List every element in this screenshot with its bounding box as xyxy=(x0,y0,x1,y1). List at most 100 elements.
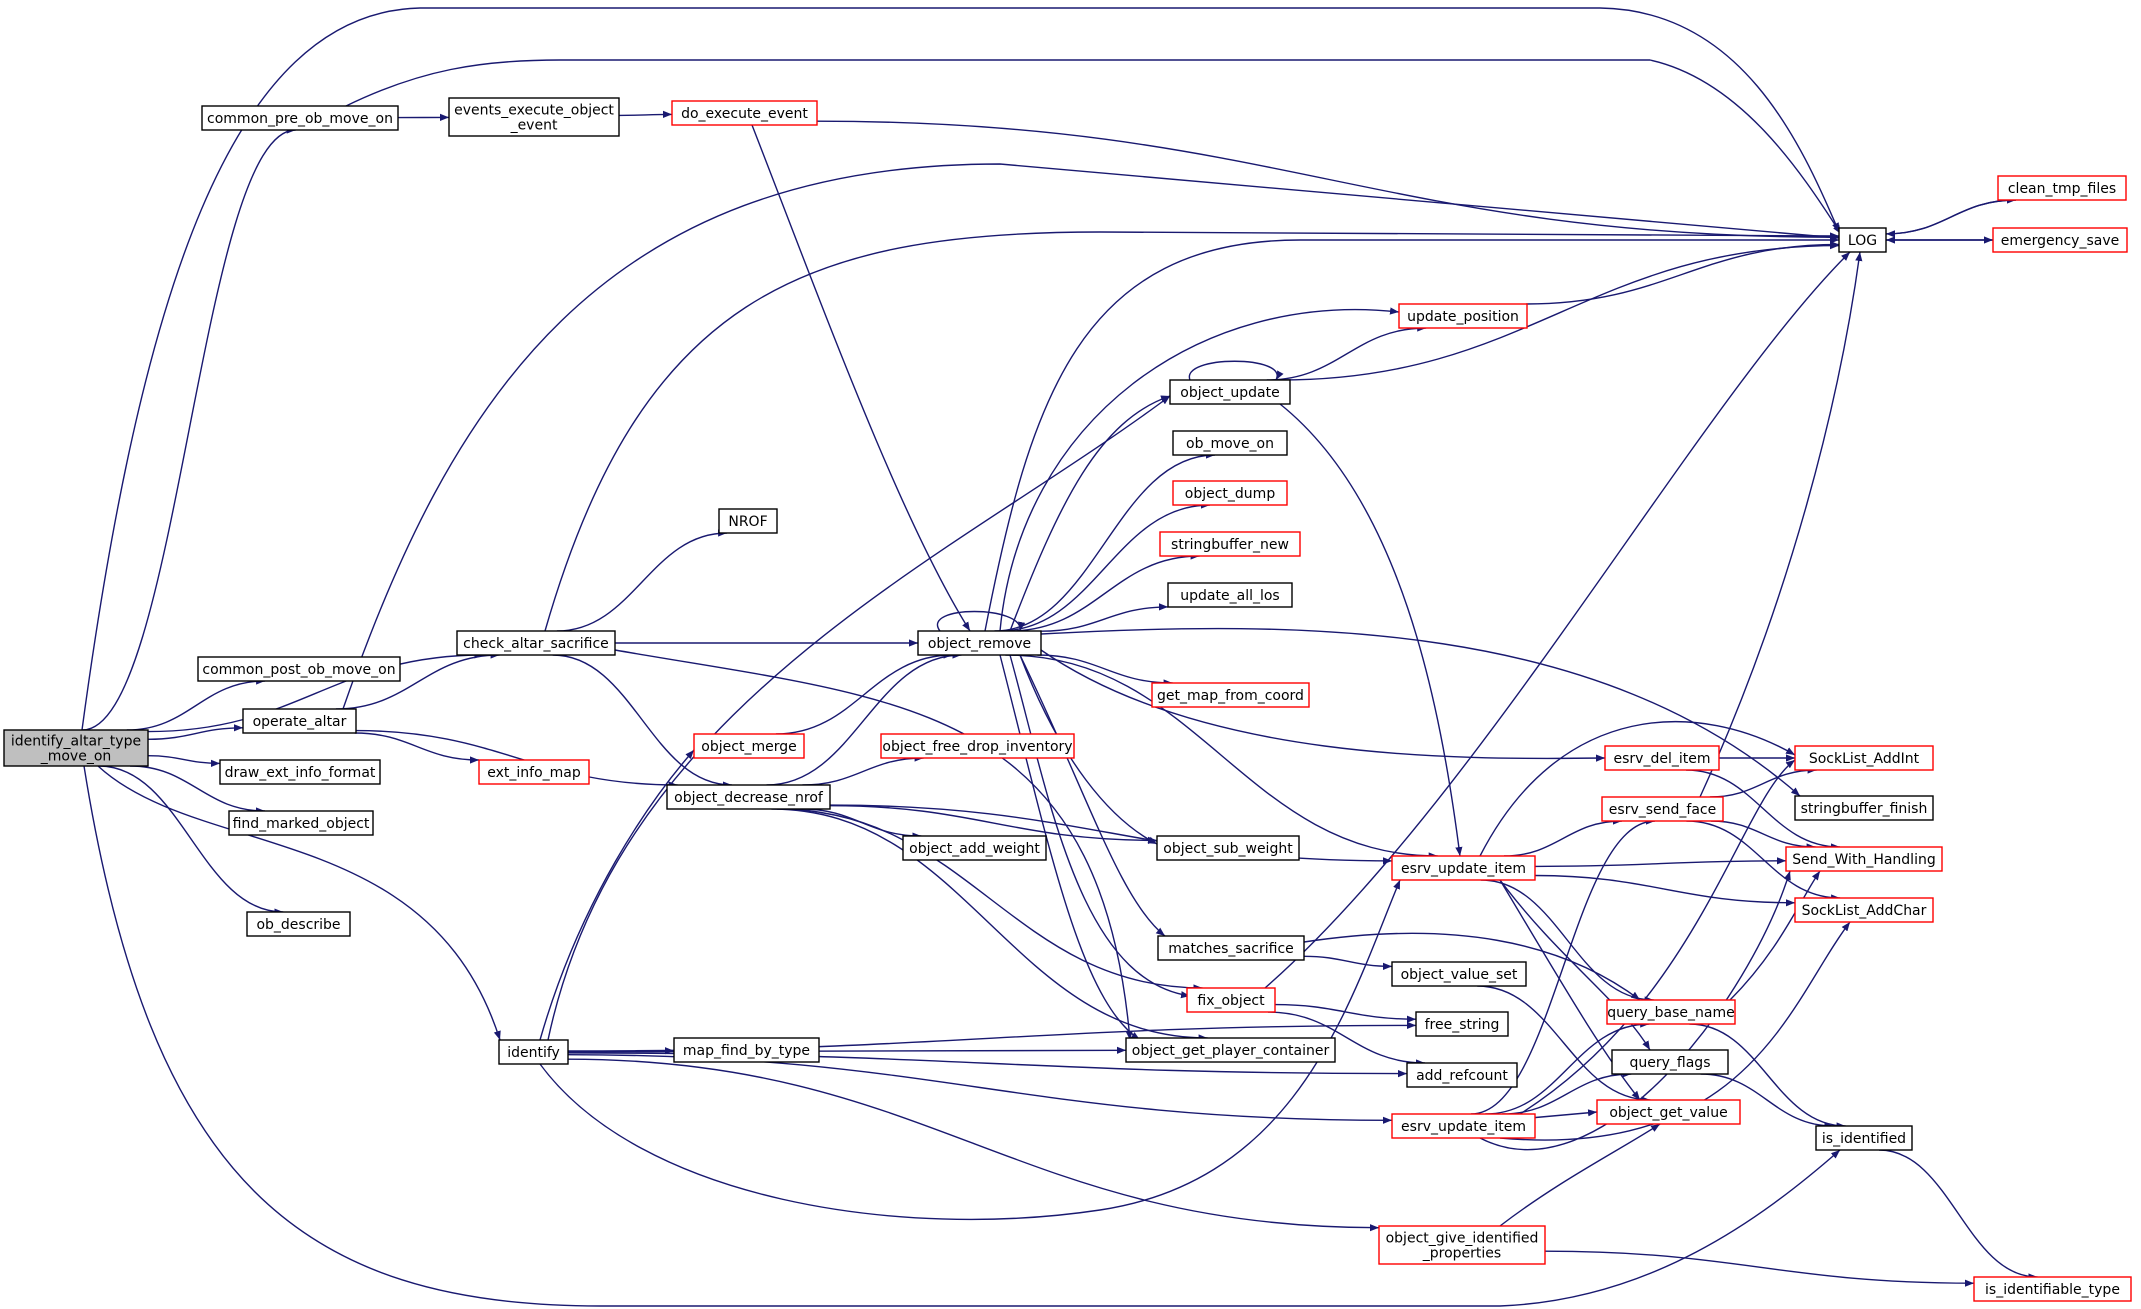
node-label: common_pre_ob_move_on xyxy=(207,111,393,127)
edge-matches_sacrifice-to-query_base_name xyxy=(1303,932,1641,1001)
node-map_find_by_type[interactable]: map_find_by_type xyxy=(673,1037,820,1063)
edge-check_altar_sacrifice-to-LOG xyxy=(544,231,1840,632)
node-is_identified[interactable]: is_identified xyxy=(1815,1125,1913,1151)
node-box xyxy=(1785,846,1943,872)
node-esrv_del_item[interactable]: esrv_del_item xyxy=(1604,745,1720,771)
node-common_pre[interactable]: common_pre_ob_move_on xyxy=(201,105,399,131)
edge-check_altar_sacrifice-to-object_decrease_nrof xyxy=(552,654,732,789)
edge-object_remove-to-matches_sacrifice xyxy=(1019,654,1166,937)
node-Send_With_Handling[interactable]: Send_With_Handling xyxy=(1785,846,1943,872)
node-object_give_identified_properties[interactable]: object_give_identified_properties xyxy=(1378,1225,1546,1265)
node-is_identifiable_type[interactable]: is_identifiable_type xyxy=(1973,1276,2132,1302)
node-box xyxy=(201,105,399,131)
node-object_decrease_nrof[interactable]: object_decrease_nrof xyxy=(666,784,831,810)
edge-object_remove-to-esrv_del_item xyxy=(1040,649,1606,762)
node-object_get_value[interactable]: object_get_value xyxy=(1596,1099,1741,1125)
node-object_remove[interactable]: object_remove xyxy=(917,630,1042,656)
node-label: esrv_send_face xyxy=(1609,802,1716,818)
edge-object_remove-to-stringbuffer_new xyxy=(1009,552,1200,632)
node-fix_object[interactable]: fix_object xyxy=(1186,987,1276,1013)
node-box xyxy=(1172,430,1288,456)
node-query_flags[interactable]: query_flags xyxy=(1611,1049,1729,1075)
node-esrv_update_item_1[interactable]: esrv_update_item xyxy=(1391,855,1536,881)
node-ob_describe[interactable]: ob_describe xyxy=(246,911,351,937)
node-add_refcount[interactable]: add_refcount xyxy=(1406,1062,1518,1088)
edge-object_decrease_nrof-to-object_get_player_container xyxy=(771,808,1208,1042)
node-emergency_save[interactable]: emergency_save xyxy=(1992,227,2128,253)
node-box xyxy=(1391,1113,1536,1139)
node-draw_ext_info_format[interactable]: draw_ext_info_format xyxy=(219,759,381,785)
node-box xyxy=(228,810,374,836)
edge-check_altar_sacrifice-to-NROF xyxy=(556,529,728,632)
edge-query_flags-to-is_identified xyxy=(1700,1073,1834,1130)
node-object_dump[interactable]: object_dump xyxy=(1172,480,1288,506)
node-label: object_merge xyxy=(701,739,796,755)
node-ob_move_on[interactable]: ob_move_on xyxy=(1172,430,1288,456)
node-label: object_sub_weight xyxy=(1163,841,1293,857)
node-stringbuffer_new[interactable]: stringbuffer_new xyxy=(1159,531,1301,557)
node-object_add_weight[interactable]: object_add_weight xyxy=(902,835,1047,861)
node-esrv_send_face[interactable]: esrv_send_face xyxy=(1601,796,1724,822)
node-common_post[interactable]: common_post_ob_move_on xyxy=(197,656,401,682)
edge-object_update-to-update_position xyxy=(1266,324,1427,381)
node-identify[interactable]: identify xyxy=(498,1039,569,1065)
node-label: query_flags xyxy=(1630,1055,1711,1071)
node-box xyxy=(1606,999,1736,1025)
edge-object_update-to-LOG xyxy=(1279,242,1840,381)
node-esrv_update_item_2[interactable]: esrv_update_item xyxy=(1391,1113,1536,1139)
edge-esrv_update_item_1-to-SockList_AddInt xyxy=(1479,720,1796,857)
edge-esrv_send_face-to-SockList_AddInt xyxy=(1709,766,1817,798)
node-label: esrv_update_item xyxy=(1401,861,1526,877)
node-object_value_set[interactable]: object_value_set xyxy=(1391,961,1527,987)
edge-object_remove-to-stringbuffer_finish xyxy=(1040,627,1801,797)
edge-object_remove-to-fix_object xyxy=(1009,654,1191,999)
edge-esrv_update_item_1-to-Send_With_Handling xyxy=(1534,857,1787,868)
node-object_update[interactable]: object_update xyxy=(1169,379,1291,405)
node-label: ext_info_map xyxy=(487,765,581,781)
node-check_altar_sacrifice[interactable]: check_altar_sacrifice xyxy=(456,630,616,656)
node-stringbuffer_finish[interactable]: stringbuffer_finish xyxy=(1794,795,1934,821)
edge-identify-to-object_merge xyxy=(539,749,695,1041)
edge-esrv_update_item_2-to-query_base_name xyxy=(1485,1020,1650,1115)
edge-object_remove-to-object_dump xyxy=(999,501,1211,632)
node-label: object_value_set xyxy=(1401,967,1518,983)
edge-query_base_name-to-Send_With_Handling xyxy=(1729,870,1821,1001)
node-label: stringbuffer_new xyxy=(1171,537,1289,553)
node-box xyxy=(1838,227,1887,253)
node-object_get_player_container[interactable]: object_get_player_container xyxy=(1125,1037,1336,1063)
node-box xyxy=(880,733,1075,759)
node-events_exec[interactable]: events_execute_object_event xyxy=(448,97,620,137)
node-label: matches_sacrifice xyxy=(1168,941,1294,957)
node-SockList_AddChar[interactable]: SockList_AddChar xyxy=(1794,897,1934,923)
node-update_all_los[interactable]: update_all_los xyxy=(1167,582,1293,608)
node-get_map_from_coord[interactable]: get_map_from_coord xyxy=(1151,682,1310,708)
node-clean_tmp_files[interactable]: clean_tmp_files xyxy=(1997,175,2127,201)
node-free_string[interactable]: free_string xyxy=(1415,1011,1509,1037)
node-object_merge[interactable]: object_merge xyxy=(693,733,805,759)
node-object_free_drop_inventory[interactable]: object_free_drop_inventory xyxy=(880,733,1075,759)
node-ext_info_map[interactable]: ext_info_map xyxy=(478,759,590,785)
edge-matches_sacrifice-to-object_value_set xyxy=(1303,955,1393,970)
node-identify_altar[interactable]: identify_altar_type_move_on xyxy=(3,729,149,767)
node-SockList_AddInt[interactable]: SockList_AddInt xyxy=(1794,745,1934,771)
node-matches_sacrifice[interactable]: matches_sacrifice xyxy=(1157,935,1305,961)
edge-identify_altar-to-find_marked_object xyxy=(129,765,266,815)
node-query_base_name[interactable]: query_base_name xyxy=(1606,999,1736,1025)
node-object_sub_weight[interactable]: object_sub_weight xyxy=(1156,835,1300,861)
node-box xyxy=(1169,379,1291,405)
node-operate_altar[interactable]: operate_altar xyxy=(242,708,357,734)
node-LOG[interactable]: LOG xyxy=(1838,227,1887,253)
node-find_marked_object[interactable]: find_marked_object xyxy=(228,810,374,836)
node-update_position[interactable]: update_position xyxy=(1398,303,1528,329)
edge-object_give_identified_properties-to-object_get_value xyxy=(1499,1123,1661,1227)
node-box xyxy=(671,100,818,126)
node-label: is_identifiable_type xyxy=(1985,1282,2120,1298)
node-do_execute_event[interactable]: do_execute_event xyxy=(671,100,818,126)
node-NROF[interactable]: NROF xyxy=(718,508,778,534)
node-box xyxy=(456,630,616,656)
node-box xyxy=(666,784,831,810)
edge-identify-to-object_update xyxy=(547,395,1171,1041)
edge-clean_tmp_files-to-LOG xyxy=(1885,199,2017,238)
node-box xyxy=(1172,480,1288,506)
